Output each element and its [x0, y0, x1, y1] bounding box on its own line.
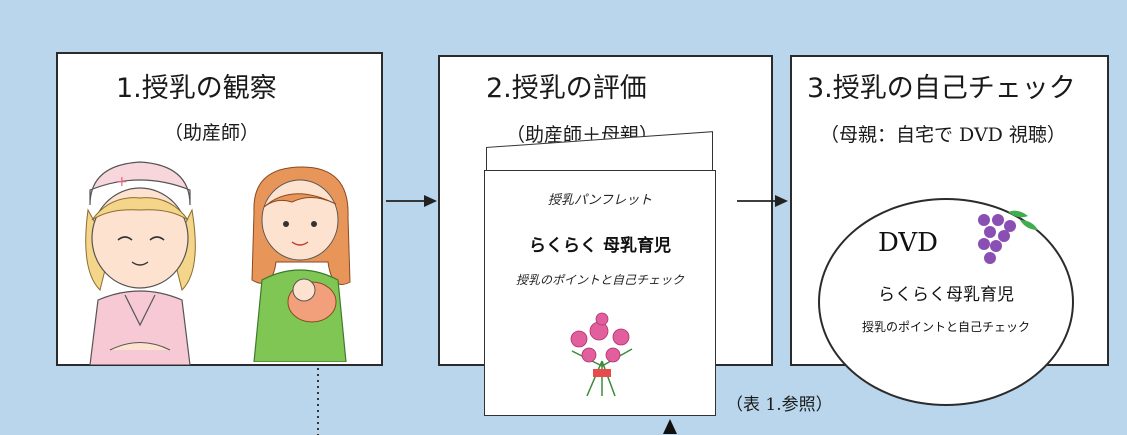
- up-arrow: [663, 419, 677, 434]
- step-2-title: 2.授乳の評価: [486, 73, 647, 104]
- pamphlet-tagline: 授乳のポイントと自己チェック: [515, 273, 684, 287]
- dvd-tagline: 授乳のポイントと自己チェック: [861, 320, 1030, 334]
- pamphlet-heading: 授乳パンフレット: [547, 193, 653, 208]
- midwife-illustration: +: [85, 161, 196, 365]
- arrow-step1-to-step2: [386, 195, 437, 207]
- flower-bouquet-icon: [570, 312, 633, 397]
- arrow-step2-to-step3: [737, 195, 788, 207]
- dvd-name: らくらく母乳育児: [878, 285, 1014, 305]
- pamphlet-name: らくらく 母乳育児: [529, 236, 671, 256]
- dvd-disc: DVD らくらく母乳育児 授乳のポイントと自己チェック: [818, 198, 1074, 406]
- dotted-connector: [317, 368, 319, 435]
- step-3-title: 3.授乳の自己チェック: [807, 73, 1076, 104]
- step-3-subtitle: （母親：自宅で DVD 視聴）: [820, 124, 1066, 146]
- step-1-title: 1.授乳の観察: [116, 73, 277, 104]
- pamphlet: 授乳パンフレット らくらく 母乳育児 授乳のポイントと自己チェック: [484, 170, 716, 416]
- svg-text:+: +: [116, 174, 128, 190]
- step-1-subtitle: （助産師）: [164, 122, 260, 144]
- grapes-icon: [978, 210, 1038, 264]
- dvd-label: DVD: [878, 228, 939, 258]
- table-reference: （表 1.参照）: [726, 395, 833, 415]
- mother-baby-illustration: [251, 166, 351, 362]
